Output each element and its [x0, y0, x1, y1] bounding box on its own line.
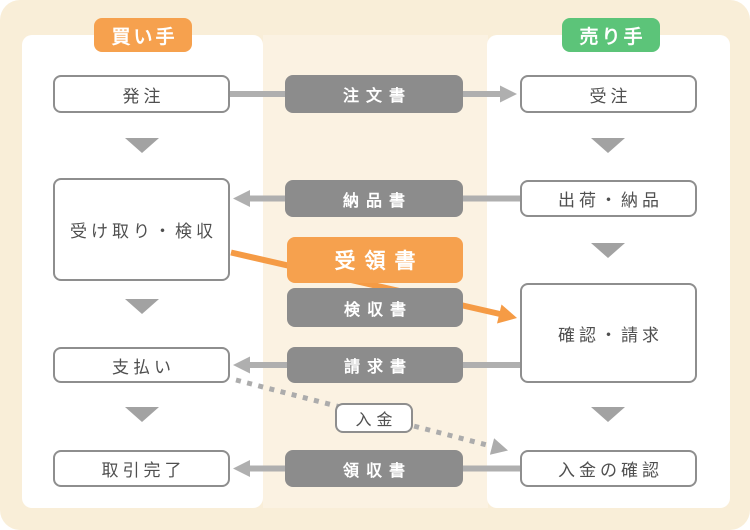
- delivery-note-arrowhead-icon: [233, 190, 250, 207]
- goods-receipt-arrowhead-icon: [497, 304, 517, 324]
- receipt-arrowhead-icon: [233, 460, 250, 477]
- document-payment: 入金: [335, 403, 413, 433]
- buyer-down-triangle-icon: [125, 407, 159, 422]
- payment-arrowhead-icon: [489, 438, 508, 455]
- seller-down-triangle-icon: [591, 407, 625, 422]
- seller-step-receive-order: 受注: [520, 75, 697, 113]
- document-delivery-note: 納品書: [285, 180, 463, 217]
- document-inspection-certificate: 検収書: [287, 288, 463, 327]
- document-invoice: 請求書: [287, 347, 463, 383]
- document-goods-receipt: 受領書: [287, 237, 463, 283]
- seller-down-triangle-icon: [591, 138, 625, 153]
- seller-step-confirm-payment: 入金の確認: [520, 450, 697, 487]
- purchase-order-arrowhead-icon: [500, 85, 517, 103]
- buyer-step-payment: 支払い: [53, 347, 230, 383]
- buyer-step-order: 発注: [53, 75, 230, 113]
- seller-step-confirm-invoice: 確認・請求: [520, 283, 697, 383]
- document-purchase-order: 注文書: [285, 75, 463, 113]
- buyer-header-badge: 買い手: [94, 18, 192, 52]
- seller-header-badge: 売り手: [562, 18, 660, 52]
- seller-step-ship-deliver: 出荷・納品: [520, 180, 697, 217]
- buyer-step-complete: 取引完了: [53, 450, 230, 487]
- seller-down-triangle-icon: [591, 243, 625, 258]
- seller-column: [487, 35, 730, 508]
- buyer-down-triangle-icon: [125, 138, 159, 153]
- buyer-down-triangle-icon: [125, 299, 159, 314]
- document-receipt: 領収書: [285, 450, 463, 487]
- buyer-step-receive-inspect: 受け取り・検収: [53, 178, 230, 281]
- invoice-arrowhead-icon: [233, 356, 250, 374]
